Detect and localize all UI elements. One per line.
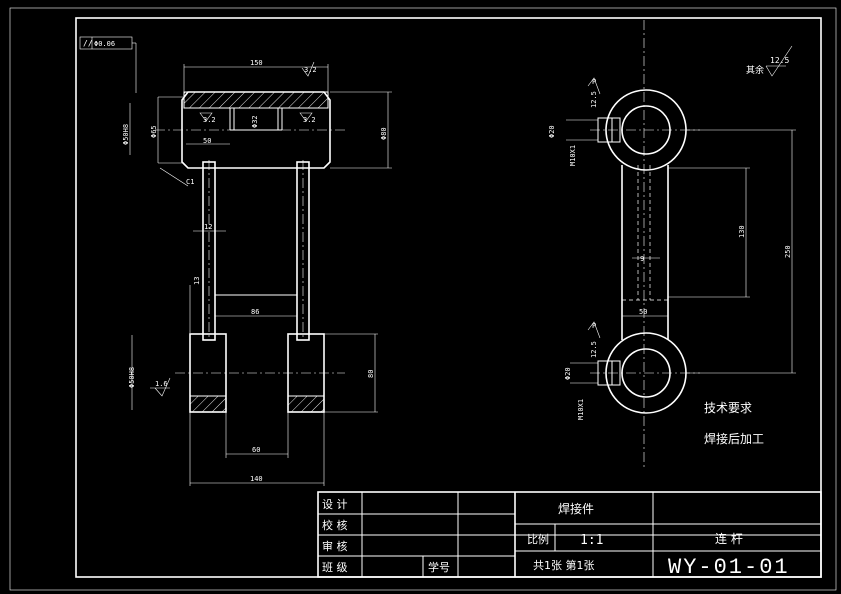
tb-sheet-info: 共1张 第1张 — [533, 558, 595, 572]
connecting-rods: 12 86 13 — [189, 160, 310, 341]
dim-thread-bottom: M10X1 — [577, 399, 585, 420]
tb-part-name: 焊接件 — [558, 501, 594, 516]
dim-gap-60: 60 — [252, 446, 260, 454]
tech-notes: 技术要求 焊接后加工 — [704, 401, 764, 446]
tb-row-class: 班 级 — [322, 561, 348, 574]
dim-lower-dia: Φ50H8 — [128, 367, 136, 388]
rough-p-bottom: P — [592, 322, 596, 330]
dim-lower-height: 80 — [367, 370, 375, 378]
rough-top-label: 3.2 — [304, 66, 317, 74]
rough-p-top: P — [592, 78, 596, 86]
upper-eye: Φ20 M10X1 P 12.5 — [548, 77, 687, 171]
dim-top-length: 150 — [250, 59, 263, 67]
upper-hub: 3.2 3.2 3.2 Φ32 150 50 Φ65 Φ80 Φ50H8 — [122, 59, 392, 187]
tolerance-symbol: // — [83, 39, 93, 48]
dim-rod-12: 12 — [204, 223, 212, 231]
rough-left-bore-label: 3.2 — [203, 116, 216, 124]
general-roughness: 其余 12.5 — [746, 45, 793, 77]
tolerance-value: Φ0.06 — [94, 40, 115, 48]
tb-scale-label: 比例 — [527, 532, 549, 546]
dim-pin-top: Φ20 — [548, 125, 556, 138]
title-block: 设 计 校 核 审 核 班 级 学号 焊接件 比例 1:1 共1张 第1张 连 … — [317, 491, 822, 580]
tech-notes-title: 技术要求 — [704, 401, 752, 415]
rough-val-top: 12.5 — [590, 91, 598, 108]
link-bar: 9 50 130 250 — [621, 129, 796, 374]
tb-row-design: 设 计 — [322, 498, 348, 511]
dim-130: 130 — [738, 225, 746, 238]
lower-left-hatch — [189, 395, 227, 413]
dim-dia-65: Φ65 — [150, 125, 158, 138]
rough-lower-label: 1.6 — [155, 380, 168, 388]
tb-row-review: 审 核 — [322, 539, 348, 553]
tolerance-frame: // Φ0.06 — [79, 36, 137, 93]
dim-overall-140: 140 — [250, 475, 263, 483]
tb-row-check: 校 核 — [322, 518, 348, 532]
dim-pin-bottom: Φ20 — [564, 367, 572, 380]
dim-50: 50 — [639, 308, 647, 316]
dim-rod-gap-86: 86 — [251, 308, 259, 316]
dim-250: 250 — [784, 245, 792, 258]
outer-border — [9, 7, 837, 591]
right-view: Φ20 M10X1 P 12.5 9 50 130 250 — [548, 20, 796, 470]
lower-bosses: Φ50H8 1.6 80 60 140 — [128, 333, 378, 486]
dim-left-stack: Φ50H8 — [122, 124, 130, 145]
left-view: 3.2 3.2 3.2 Φ32 150 50 Φ65 Φ80 Φ50H8 — [122, 59, 392, 486]
dim-inner-50: 50 — [203, 137, 211, 145]
lower-eye: Φ20 M10X1 P 12.5 — [564, 321, 687, 420]
rough-val-bottom: 12.5 — [590, 341, 598, 358]
rough-right-bore-label: 3.2 — [303, 116, 316, 124]
bore-label: Φ32 — [251, 115, 259, 128]
general-roughness-value: 12.5 — [770, 56, 789, 65]
dim-9: 9 — [640, 255, 644, 263]
upper-hatch-band — [183, 91, 329, 109]
dim-dia-80: Φ80 — [380, 127, 388, 140]
dim-small-13: 13 — [193, 277, 201, 285]
lower-right-hatch — [287, 395, 325, 413]
general-roughness-label: 其余 — [746, 64, 764, 76]
tech-notes-line1: 焊接后加工 — [704, 431, 764, 446]
tb-drawing-title: 连 杆 — [715, 531, 743, 546]
tb-student-no: 学号 — [428, 560, 450, 574]
tb-drawing-no: WY-01-01 — [668, 555, 790, 580]
tb-scale-value: 1:1 — [580, 533, 603, 548]
dim-thread-top: M10X1 — [569, 145, 577, 166]
chamfer-label: C1 — [186, 178, 194, 186]
